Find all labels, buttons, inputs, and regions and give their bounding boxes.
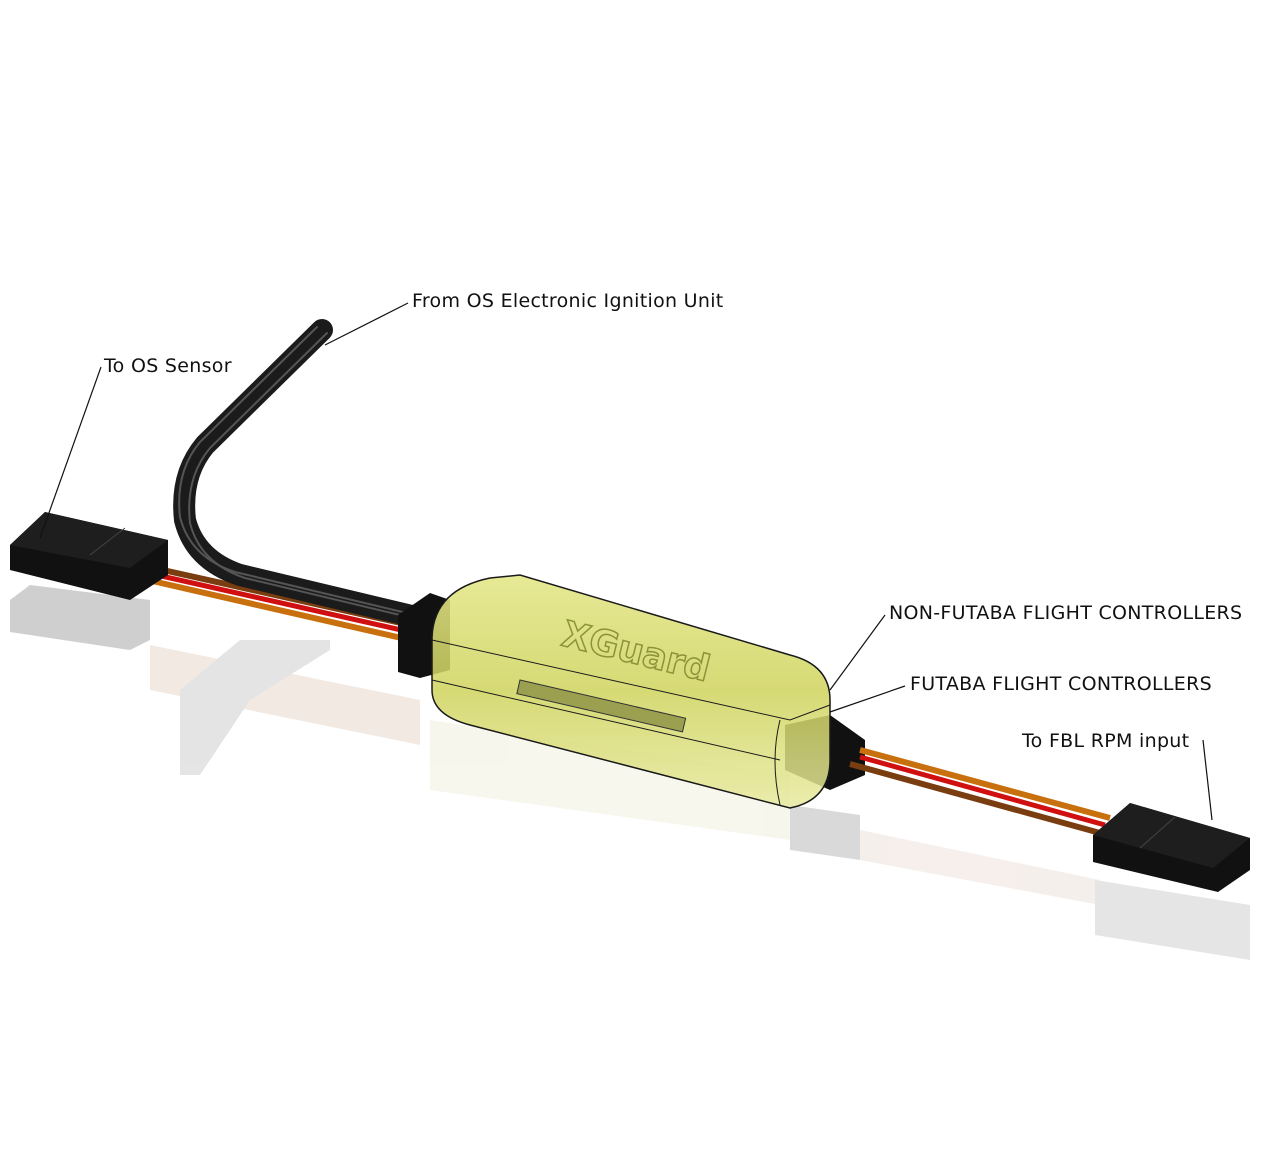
ignition-cable: [173, 319, 431, 629]
label-futaba: FUTABA FLIGHT CONTROLLERS: [910, 673, 1212, 695]
label-sensor: To OS Sensor: [104, 355, 232, 377]
rpm-cable: [849, 747, 1111, 836]
leader-lines: [39, 302, 1213, 821]
label-fbl: To FBL RPM input: [1022, 730, 1190, 752]
label-ignition: From OS Electronic Ignition Unit: [412, 290, 724, 312]
right-connector: [1093, 803, 1250, 892]
floor-reflection: [10, 585, 1250, 960]
left-connector: [10, 512, 168, 600]
label-non-futaba: NON-FUTABA FLIGHT CONTROLLERS: [889, 602, 1243, 624]
xguard-housing: XGuard: [431, 574, 831, 809]
